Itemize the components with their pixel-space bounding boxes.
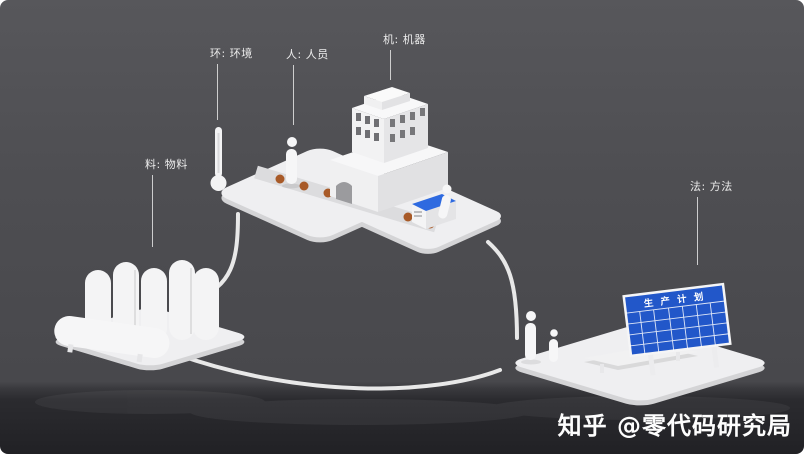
machine-building xyxy=(330,87,448,212)
method-callout-line xyxy=(697,197,698,265)
callout-machine: 机: 机器 xyxy=(383,33,426,80)
connector-pipes xyxy=(174,212,519,391)
machine-tunnel-arch xyxy=(336,182,352,204)
callout-environment: 环: 环境 xyxy=(210,47,253,120)
person-callout-line xyxy=(293,65,294,125)
production-schedule-board: 生 产 计 划 xyxy=(622,282,732,376)
callout-method: 法: 方法 xyxy=(690,180,733,265)
material-label: 料: 物料 xyxy=(145,158,188,171)
machine-windows-side xyxy=(390,108,425,142)
environment-label: 环: 环境 xyxy=(210,47,253,60)
material-callout-line xyxy=(152,175,153,247)
callout-material: 料: 物料 xyxy=(145,158,188,247)
worker-figure xyxy=(282,137,300,189)
machine-callout-line xyxy=(390,50,391,80)
board-grid xyxy=(625,300,730,355)
horizontal-tank xyxy=(54,316,170,363)
callout-person: 人: 人员 xyxy=(286,48,329,125)
thermometer-icon xyxy=(210,127,227,191)
machine-windows-front xyxy=(356,113,379,141)
machine-label: 机: 机器 xyxy=(383,33,426,46)
person-label: 人: 人员 xyxy=(286,48,329,61)
environment-callout-line xyxy=(217,64,218,120)
watermark: 知乎 @零代码研究局 xyxy=(557,412,792,440)
operator-figure xyxy=(438,184,452,219)
visitor-figures xyxy=(521,311,558,365)
floor-reflections xyxy=(35,390,790,425)
method-label: 法: 方法 xyxy=(690,180,733,193)
